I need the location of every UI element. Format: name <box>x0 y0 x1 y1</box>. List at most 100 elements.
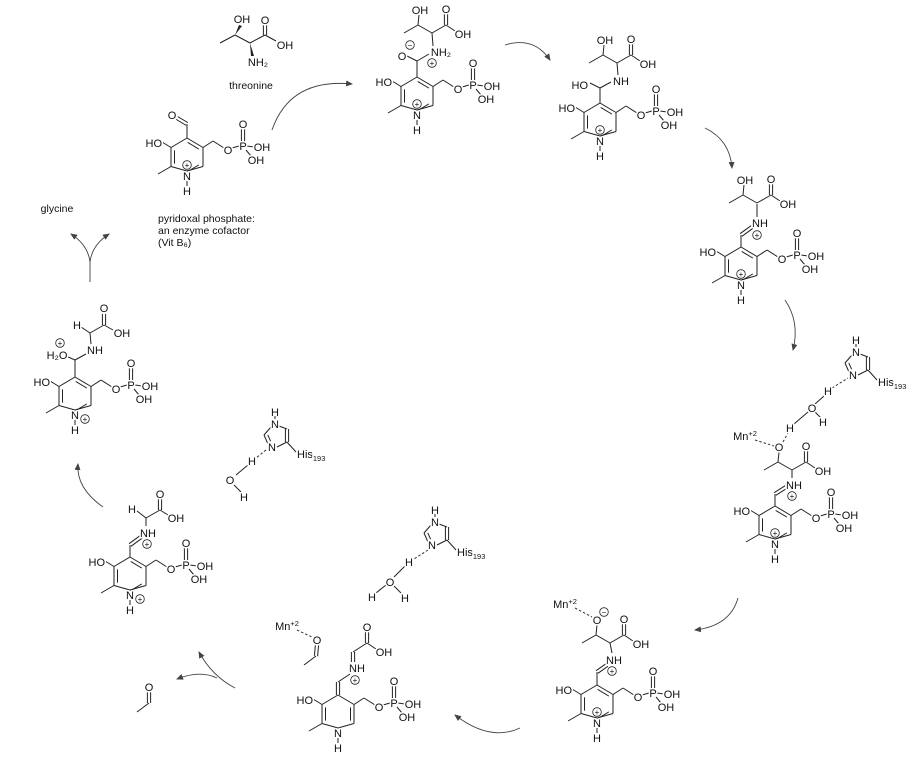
bond <box>844 362 850 373</box>
phosphate-hydroxyl: OH <box>254 142 271 154</box>
bond <box>267 434 272 442</box>
wedge-bond <box>235 25 242 35</box>
bond <box>417 103 430 111</box>
bond <box>155 559 168 568</box>
charge-sign: + <box>595 708 600 717</box>
bond <box>100 379 113 388</box>
bond <box>445 24 456 32</box>
phosphate-ester-oxygen: O <box>224 145 233 157</box>
bond <box>609 642 613 654</box>
bond <box>423 532 429 543</box>
bond <box>800 254 809 257</box>
bond <box>799 258 806 266</box>
bond <box>103 324 114 331</box>
phosphoryl-oxygen: O <box>469 58 478 70</box>
carboxyl-hydroxyl: OH <box>815 466 832 478</box>
carbonyl-oxygen: O <box>620 614 629 626</box>
bond <box>245 149 252 157</box>
bond <box>312 698 323 705</box>
water-hydrogen: H <box>819 417 827 429</box>
phosphate-hydroxyl: OH <box>842 510 859 522</box>
manganese-ion: Mn+2 <box>733 429 757 443</box>
iminium-label: NH <box>786 480 802 492</box>
bond <box>848 362 853 370</box>
charge-sign: + <box>185 161 190 170</box>
bond <box>867 369 878 381</box>
charge-sign: + <box>83 415 88 424</box>
bond <box>75 381 88 389</box>
amine-label: NH <box>87 345 103 357</box>
bond <box>128 535 141 545</box>
bond <box>630 54 641 62</box>
bond <box>317 645 320 657</box>
phosphorus: P <box>469 80 476 92</box>
bond <box>595 624 598 636</box>
acetaldehyde-oxygen: O <box>313 635 322 647</box>
bond <box>785 254 794 258</box>
bond <box>625 105 638 114</box>
ring-nh-hydrogen: H <box>71 425 79 437</box>
bond <box>391 80 402 87</box>
bond <box>814 395 825 405</box>
positive-charge-icon <box>787 491 797 501</box>
bond <box>777 451 780 463</box>
bond <box>432 79 444 87</box>
positive-charge-icon <box>135 594 145 604</box>
bond <box>159 509 169 516</box>
positive-charge-icon <box>142 539 152 549</box>
bond <box>805 461 816 469</box>
bond <box>609 634 625 644</box>
ring-nh-hydrogen: H <box>596 151 604 163</box>
bond <box>406 55 418 62</box>
imidazole-nitrogen: N <box>268 442 276 454</box>
histidine-label: His193 <box>297 449 325 463</box>
water-hydrogen: H <box>240 492 248 504</box>
bond <box>476 84 485 87</box>
bond <box>303 655 317 666</box>
reaction-arrow <box>74 463 104 508</box>
bond <box>770 194 781 202</box>
charge-sign: + <box>415 100 420 109</box>
phosphorus: P <box>649 688 656 700</box>
bond <box>417 81 430 89</box>
bond <box>89 324 105 334</box>
bond <box>49 380 60 387</box>
bond <box>113 585 131 591</box>
reaction-arrow <box>694 597 739 633</box>
positive-charge-icon <box>412 99 422 109</box>
imidazole-nitrogen: N <box>852 347 860 359</box>
bond <box>724 246 742 257</box>
charge-sign: + <box>138 595 143 604</box>
positive-charge-icon <box>607 666 617 676</box>
bond <box>264 34 277 42</box>
phosphoryl-oxygen: O <box>239 119 248 131</box>
phosphoryl-oxygen: O <box>390 676 399 688</box>
positive-charge-icon <box>752 230 762 240</box>
phosphoryl-oxygen: O <box>182 538 191 550</box>
hydroxyl-label: HO <box>146 138 163 150</box>
bond <box>857 369 869 376</box>
bond <box>136 702 150 713</box>
bond <box>597 711 610 719</box>
bonds <box>45 14 878 743</box>
bond <box>352 642 368 653</box>
phosphoryl-oxygen: O <box>793 228 802 240</box>
carboxyl-hydroxyl: OH <box>376 647 393 659</box>
carbonyl-oxygen: O <box>261 15 270 27</box>
negative-charge-icon <box>599 607 609 617</box>
bond <box>742 184 745 196</box>
bond <box>58 376 76 387</box>
bond <box>400 105 418 111</box>
acetaldehyde-oxygen: O <box>145 682 154 694</box>
phosphorus: P <box>793 250 800 262</box>
ring-nh-hydrogen: H <box>593 733 601 745</box>
bond <box>756 249 768 257</box>
bond <box>177 116 189 124</box>
bond <box>599 102 617 113</box>
carboxyl-hydroxyl: OH <box>633 639 650 651</box>
phosphate-hydroxyl: OH <box>399 712 416 724</box>
bond <box>157 166 172 175</box>
bond <box>235 464 249 476</box>
bond <box>174 564 183 568</box>
